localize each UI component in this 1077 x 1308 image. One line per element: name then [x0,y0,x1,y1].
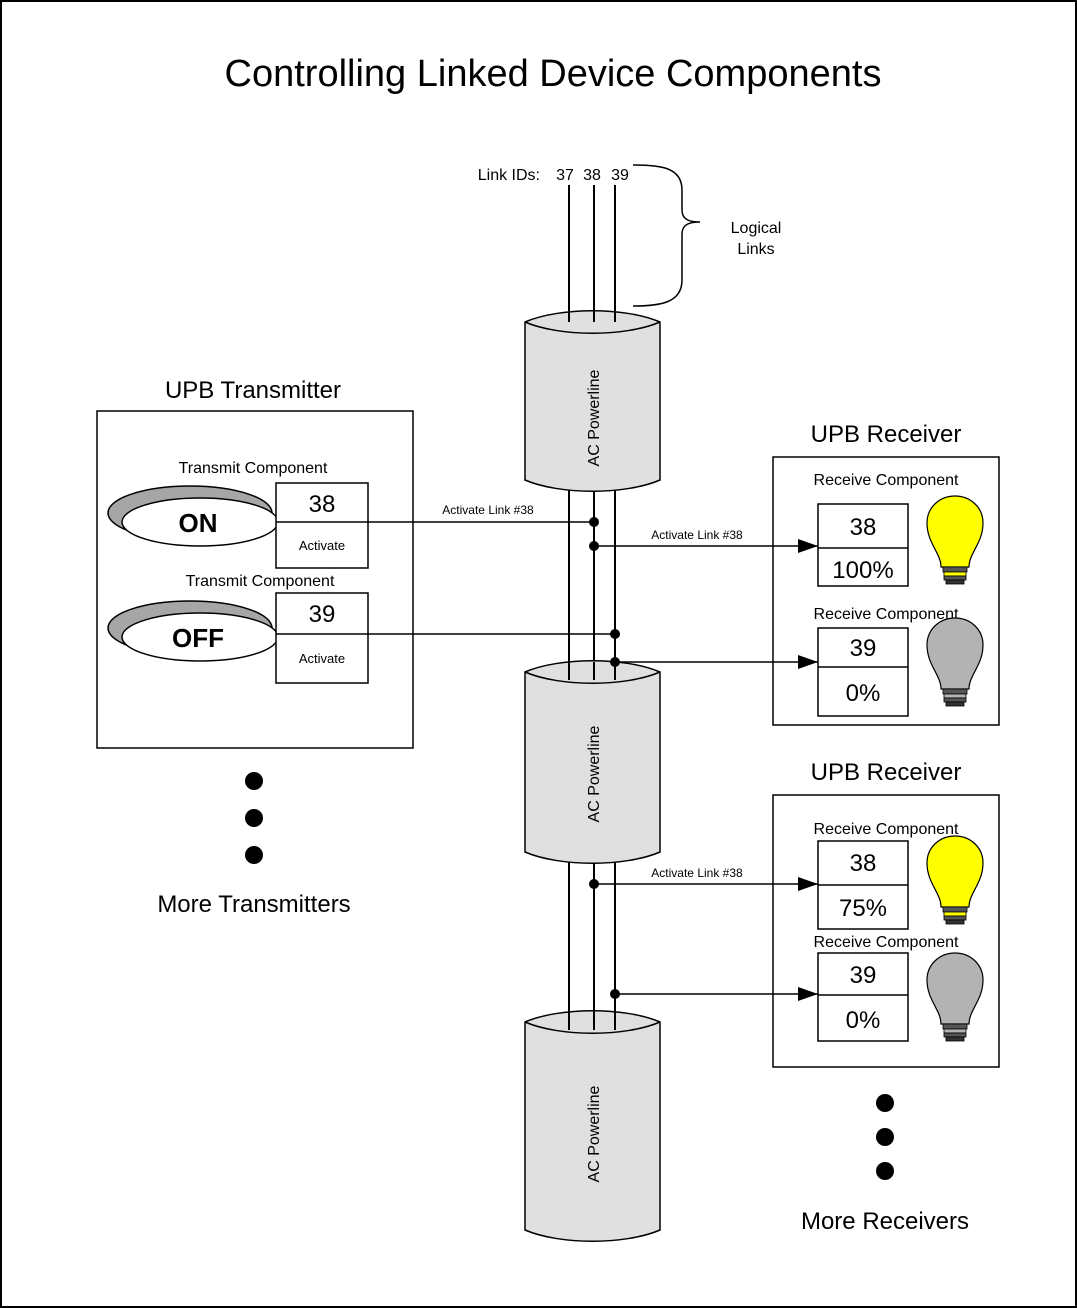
transmit-component-box-1: 38 Activate [275,482,369,569]
ellipsis-dot [876,1162,894,1180]
transmit-component-box-2: 39 Activate [275,592,369,684]
page-title: Controlling Linked Device Components [225,53,882,95]
receiver-title-2: UPB Receiver [811,759,962,786]
ellipsis-dot [245,772,263,790]
link-id-38: 38 [583,167,601,184]
receive-component-label: Receive Component [814,934,960,951]
rx1-message-label: Activate Link #38 [651,528,743,542]
transmit-action-2: Activate [299,651,345,666]
light-bulb-icon [926,952,984,1042]
receive-component-box: 39 0% [817,627,909,717]
light-bulb-icon [926,617,984,707]
receive-component-box: 38 100% [817,503,909,587]
ellipsis-dot [245,846,263,864]
light-bulb-icon [926,495,984,585]
rocker-switch-icon[interactable]: OFF [107,600,279,662]
transmitter-box [96,410,414,749]
receive-link-id: 39 [850,962,877,989]
powerline-label: AC Powerline [586,725,603,822]
logical-links-label-line2: Links [737,241,774,258]
powerline-label: AC Powerline [586,1085,603,1182]
more-transmitters-label: More Transmitters [157,891,350,918]
junction-dot [610,629,620,639]
ellipsis-dot [876,1094,894,1112]
curly-brace-icon [632,164,701,307]
transmit-action-1: Activate [299,538,345,553]
receiver-title-1: UPB Receiver [811,421,962,448]
receive-component-label: Receive Component [814,472,960,489]
receive-component-box: 39 0% [817,952,909,1042]
transmit-link-id-2: 39 [309,601,336,628]
receive-component-label: Receive Component [814,821,960,838]
transmit-component-label-1: Transmit Component [179,460,328,477]
junction-dot [589,517,599,527]
tx-message-label: Activate Link #38 [442,503,534,517]
receive-level: 75% [839,895,887,922]
powerline-cylinder-1: AC Powerline [524,310,661,492]
switch-off-label: OFF [172,623,224,653]
powerline-cylinder-2: AC Powerline [524,660,661,864]
receive-level: 100% [832,557,893,584]
receive-level: 0% [846,1007,881,1034]
switch-on-label: ON [179,508,218,538]
light-bulb-icon [926,835,984,925]
powerline-cylinder-3: AC Powerline [524,1010,661,1242]
transmit-component-label-2: Transmit Component [186,573,335,590]
receive-link-id: 38 [850,850,877,877]
receive-level: 0% [846,680,881,707]
ellipsis-dot [876,1128,894,1146]
link-id-37: 37 [556,167,574,184]
rx2-message-label: Activate Link #38 [651,866,743,880]
link-id-39: 39 [611,167,629,184]
powerline-label: AC Powerline [586,369,603,466]
transmit-link-id-1: 38 [309,491,336,518]
logical-links-label-line1: Logical [731,220,782,237]
receive-link-id: 38 [850,514,877,541]
receive-component-label: Receive Component [814,606,960,623]
more-receivers-label: More Receivers [801,1208,969,1235]
transmitter-title: UPB Transmitter [165,377,341,404]
ellipsis-dot [245,809,263,827]
link-ids-label: Link IDs: [478,167,540,184]
receive-link-id: 39 [850,635,877,662]
rocker-switch-icon[interactable]: ON [107,485,279,547]
receive-component-box: 38 75% [817,840,909,930]
